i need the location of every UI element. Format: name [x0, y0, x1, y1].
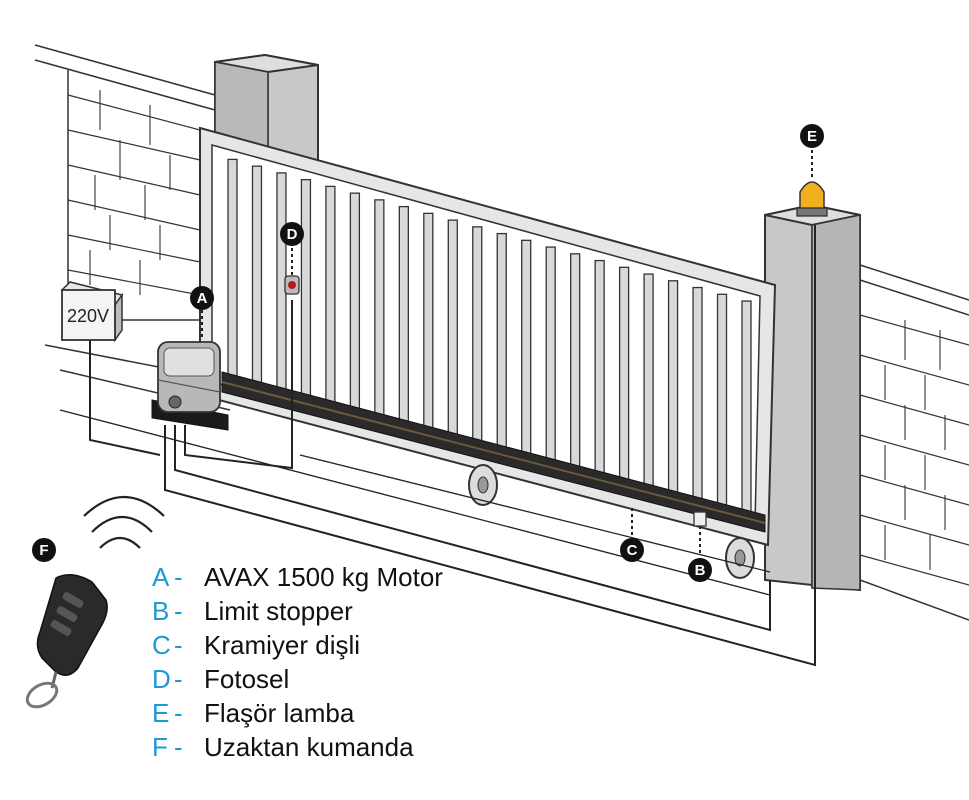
sliding-gate	[199, 126, 777, 547]
svg-text:E: E	[807, 128, 817, 145]
svg-text:B: B	[695, 562, 706, 579]
legend-letter: C	[152, 630, 171, 660]
legend-letter: B	[152, 596, 170, 626]
right-brick-wall	[859, 264, 969, 621]
gate-bar	[398, 205, 409, 424]
power-box-label: 220V	[67, 306, 109, 326]
legend-text: Uzaktan kumanda	[204, 732, 414, 762]
svg-text:C: C	[627, 542, 638, 559]
gate-bar	[447, 219, 458, 437]
badge-b: B	[688, 558, 712, 582]
legend-text: Kramiyer dişli	[204, 630, 361, 660]
gate-bar	[570, 253, 581, 469]
legend-dash: -	[174, 630, 183, 660]
gate-bar	[594, 259, 605, 475]
legend-dash: -	[174, 664, 183, 694]
flasher-lamp-icon	[796, 181, 828, 217]
legend-dash: -	[174, 732, 183, 762]
badge-a: A	[190, 286, 214, 310]
badge-d: D	[280, 222, 304, 246]
gate-bar	[300, 178, 312, 398]
legend-text: Fotosel	[204, 664, 290, 694]
gate-bar	[325, 185, 336, 405]
gate-bar	[472, 226, 483, 443]
gate-bar	[545, 246, 556, 462]
badge-c: C	[620, 538, 644, 562]
wheel-icon	[468, 464, 498, 506]
gate-bar	[496, 232, 507, 450]
legend-letter: D	[152, 664, 171, 694]
gate-bar	[667, 280, 679, 494]
limit-stopper	[693, 511, 707, 527]
gate-bar	[643, 273, 654, 488]
legend-letter: F	[152, 732, 168, 762]
svg-text:A: A	[197, 290, 208, 307]
power-box: 220V	[60, 281, 124, 343]
right-pillar	[764, 203, 861, 592]
gate-bar	[618, 266, 630, 482]
motor-icon	[151, 341, 229, 431]
remote-control-icon	[25, 574, 108, 709]
gate-bar	[692, 286, 703, 501]
legend-letter: E	[152, 698, 170, 728]
photocell-icon	[284, 275, 300, 295]
gate-bar	[423, 212, 434, 430]
gate-bar	[741, 300, 752, 513]
wiring-lines	[59, 150, 816, 667]
wheel-icon	[725, 537, 755, 579]
legend-letter: A	[152, 562, 170, 592]
legend-dash: -	[174, 562, 183, 592]
legend-text: AVAX 1500 kg Motor	[204, 562, 443, 592]
legend-text: Limit stopper	[204, 596, 353, 626]
legend-item: C-Kramiyer dişli	[152, 628, 443, 662]
signal-waves-icon	[83, 496, 165, 549]
gate-bar	[251, 165, 263, 386]
svg-text:D: D	[287, 226, 298, 243]
legend-dash: -	[174, 596, 183, 626]
legend-text: Flaşör lamba	[204, 698, 355, 728]
gate-bar	[227, 158, 238, 379]
badge-e: E	[800, 124, 824, 148]
legend-item: A-AVAX 1500 kg Motor	[152, 560, 443, 594]
badge-f: F	[32, 538, 56, 562]
legend-item: F-Uzaktan kumanda	[152, 730, 443, 764]
svg-text:F: F	[39, 542, 48, 559]
legend-item: B-Limit stopper	[152, 594, 443, 628]
gate-bar	[716, 293, 728, 507]
gate-bar	[521, 239, 532, 456]
legend-item: E-Flaşör lamba	[152, 696, 443, 730]
gate-bar	[349, 192, 361, 411]
legend-item: D-Fotosel	[152, 662, 443, 696]
legend-dash: -	[174, 698, 183, 728]
gate-bar	[374, 199, 385, 418]
